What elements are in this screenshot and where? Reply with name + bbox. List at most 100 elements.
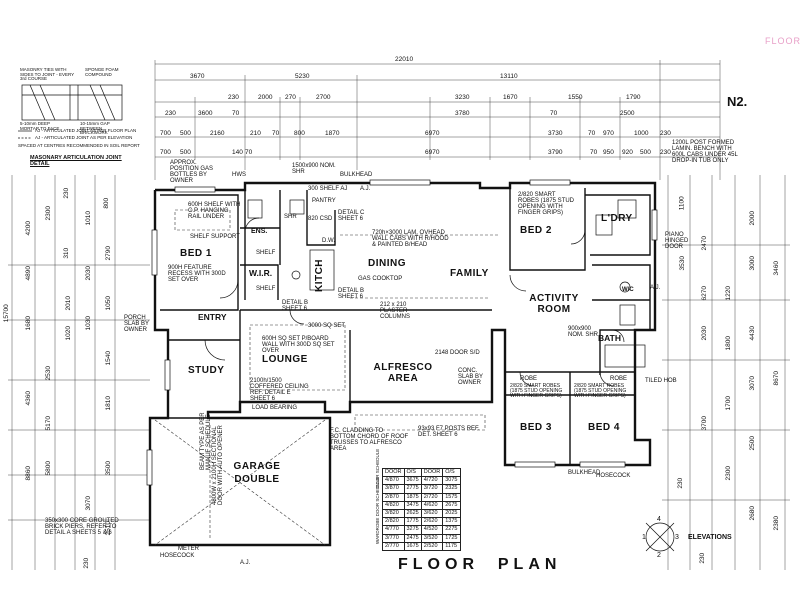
door-schedule-side: WARDROBE DOOR SCHEDULE: [375, 477, 380, 544]
cell: 3075: [442, 476, 461, 486]
note-pantry: PANTRY: [312, 198, 336, 204]
dim-r5-6: 1870: [325, 130, 340, 137]
note-hosecock: HOSECOCK: [160, 553, 195, 559]
interior-walls: [160, 188, 651, 465]
dim-left-16: 1030: [84, 316, 92, 331]
note-shelf-wir2: SHELF: [256, 286, 276, 292]
note-posts: 93x93 F7 POSTS REF. DET. SHEET 6: [418, 426, 480, 438]
cell: 2/820: [382, 517, 405, 527]
room-activity: ACTIVITY ROOM: [529, 293, 579, 315]
legend-gap: 10-15mm GAP BETWEEN BRICKWORK: [80, 121, 110, 135]
dim-r6-1: 500: [180, 149, 191, 156]
room-entry: ENTRY: [198, 312, 227, 322]
note-tiled: TILED HOB: [645, 378, 677, 384]
cell: 1375: [442, 517, 461, 527]
dim-right-16: 2500: [748, 436, 756, 451]
cell: 2/620: [420, 517, 444, 527]
dim-left-24: 3500: [104, 461, 112, 476]
dim-r4-1: 3600: [198, 110, 213, 117]
dim-r5-3: 210: [250, 130, 261, 137]
note-conc: CONC. SLAB BY OWNER: [458, 368, 483, 386]
dim-r3-6: 1550: [568, 94, 583, 101]
dim-left-2: 4890: [24, 266, 32, 281]
dim-right-3: 2470: [700, 236, 708, 251]
header-cell: DOOR: [420, 467, 444, 478]
dim-right-15: 2300: [724, 466, 732, 481]
note-post-formed: 1200L POST FORMED LAMIN. BENCH WITH 600L…: [672, 140, 738, 164]
dim-r3-5: 1670: [503, 94, 518, 101]
note-shr: SHR: [284, 214, 297, 220]
room-bath: BATH: [598, 333, 621, 343]
dim-r3-2: 270: [285, 94, 296, 101]
right-dimension-lines: [662, 175, 790, 570]
dim-r5-8: 3730: [548, 130, 563, 137]
dim-left-overall: 15700: [2, 304, 10, 323]
dim-r3-7: 1790: [626, 94, 641, 101]
dim-left-21: 800: [103, 197, 111, 209]
elevation-n2: 2: [657, 552, 661, 559]
dim-left-19: 2790: [104, 246, 112, 261]
legend-title: MASONARY ARTICULATION JOINT DETAIL: [30, 155, 122, 167]
dim-r6-8: 230: [660, 149, 671, 156]
dim-r4-0: 230: [165, 110, 176, 117]
note-beam: BEAM TYPE AS PER MANUF SCHEDULE: [200, 412, 212, 470]
legend-masonry: MASONRY TIES WITH SIDES TO JOINT - EVERY…: [20, 67, 75, 81]
label-robe-bed3: ROBE: [520, 376, 538, 382]
room-kitch: KITCH: [314, 258, 326, 293]
note-recess: 900H FEATURE RECESS WITH 300D SET OVER: [168, 265, 226, 283]
cell: 4/720: [420, 476, 444, 486]
dim-right-14: 3700: [700, 416, 708, 431]
note-csd: 820 CSD: [308, 216, 333, 222]
dim-right-19: 2380: [772, 516, 780, 531]
dim-misc-1: 70: [245, 149, 253, 156]
dim-right-17: 230: [699, 552, 707, 564]
dim-left-15: 2030: [84, 266, 92, 281]
note-bulkhead2: BULKHEAD: [568, 470, 601, 476]
dim-right-1: 2000: [748, 211, 756, 226]
dim-right-4: 3000: [748, 256, 756, 271]
room-lounge: LOUNGE: [262, 354, 308, 365]
cell: 3/720: [420, 484, 444, 494]
room-wir: W.I.R.: [249, 268, 273, 278]
dim-right-18: 2680: [748, 506, 756, 521]
cell: 2625: [403, 508, 422, 519]
dim-r4-3: 3780: [455, 110, 470, 117]
dim-r5-4: 70: [272, 130, 280, 137]
room-bed-1: BED 1: [180, 248, 212, 259]
note-detail-b: DETAIL B SHEET 6: [338, 288, 365, 300]
dim-right-11: 3530: [678, 256, 686, 271]
cell: 3/820: [382, 508, 405, 519]
cell: 2/520: [420, 541, 444, 551]
note-columns: 212 x 210 PLASTER COLUMNS: [380, 302, 411, 320]
dim-r3-3: 2700: [316, 94, 331, 101]
cell: 2/770: [382, 541, 405, 551]
note-detail-b2: DETAIL B SHEET 6: [282, 300, 309, 312]
elevations-label: ELEVATIONS: [688, 534, 732, 541]
dim-r5-10: 970: [603, 130, 614, 137]
table-header-row: DOOR O/S DOOR O/S: [382, 467, 461, 478]
dim-right-0: 3460: [772, 261, 780, 276]
cell: 2/720: [420, 492, 444, 502]
cell: 3275: [403, 525, 422, 535]
legend-sponge: SPONGE FOAM COMPOUND: [85, 67, 119, 77]
cell: 1775: [403, 517, 422, 527]
note-porch: PORCH SLAB BY OWNER: [124, 315, 149, 333]
dim-r5-7: 6970: [425, 130, 440, 137]
dim-left-17: 230: [83, 557, 91, 569]
cell: 1725: [442, 533, 461, 543]
dim-r5-1: 500: [180, 130, 191, 137]
dim-right-6: 1220: [724, 286, 732, 301]
cell: 2025: [442, 508, 461, 519]
dim-left-11: 2010: [64, 296, 72, 311]
dim-r6-6: 920: [622, 149, 633, 156]
cell: 2675: [442, 500, 461, 510]
dim-left-6: 5800: [44, 461, 52, 476]
elevation-marker: [645, 522, 675, 552]
left-dimension-lines: [8, 175, 150, 570]
header-cell: O/S: [403, 467, 422, 478]
